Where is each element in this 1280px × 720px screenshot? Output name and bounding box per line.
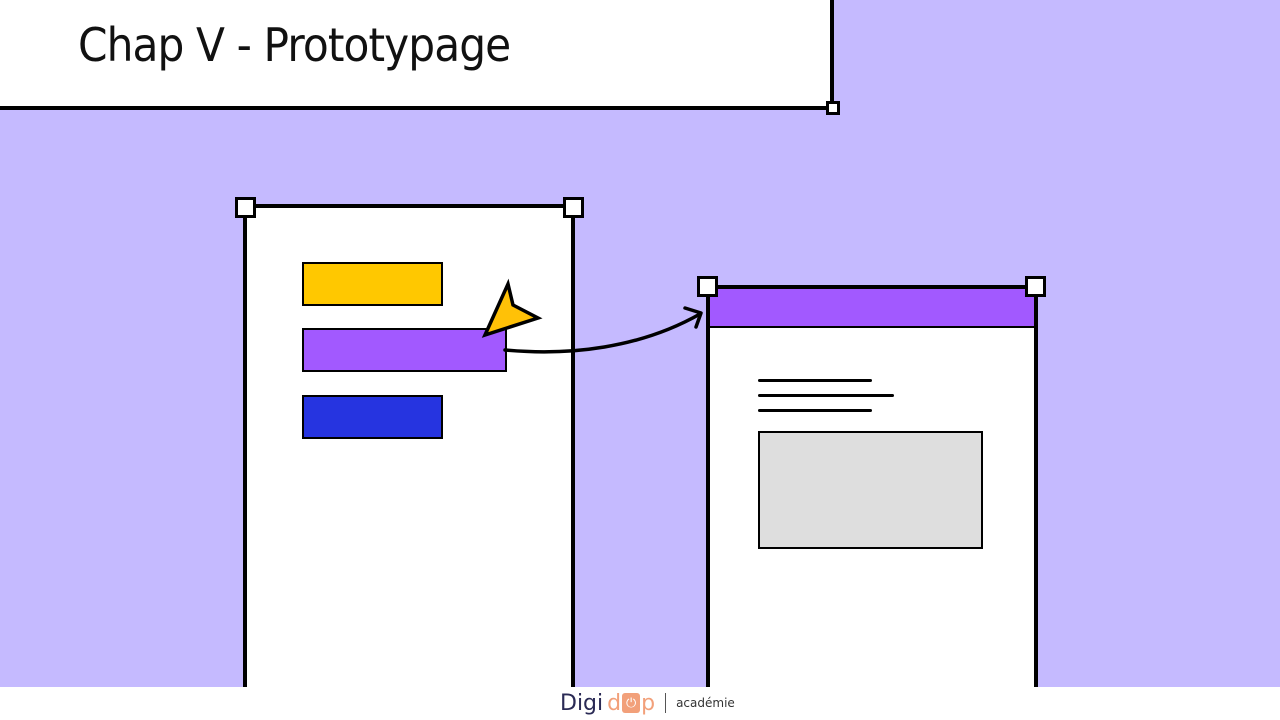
title-box: Chap V - Prototypage xyxy=(0,0,834,110)
right-frame-handle-tr[interactable] xyxy=(1025,276,1046,297)
cursor-pointer-icon xyxy=(481,278,543,338)
left-frame-handle-tl[interactable] xyxy=(235,197,256,218)
power-icon: ⏻ xyxy=(622,693,641,713)
logo-text-up: d⏻p xyxy=(607,691,655,716)
left-prototype-frame xyxy=(243,204,575,687)
title-box-resize-handle[interactable] xyxy=(826,101,840,115)
arrow-head-icon xyxy=(683,306,703,329)
logo-letter-d: d xyxy=(607,690,622,716)
logo-text-digi: Digi xyxy=(560,690,604,716)
right-frame-header xyxy=(710,289,1034,328)
blue-bar[interactable] xyxy=(302,395,443,439)
right-prototype-frame xyxy=(706,285,1038,687)
yellow-bar[interactable] xyxy=(302,262,443,306)
logo-separator xyxy=(665,693,667,713)
text-line-1 xyxy=(758,379,872,382)
text-line-3 xyxy=(758,409,872,412)
left-frame-handle-tr[interactable] xyxy=(563,197,584,218)
purple-bar[interactable] xyxy=(302,328,507,372)
text-line-2 xyxy=(758,394,894,397)
prototype-link-arrow xyxy=(503,312,702,354)
logo-academie-text: académie xyxy=(676,696,735,710)
logo-letter-p: p xyxy=(641,690,656,716)
right-frame-handle-tl[interactable] xyxy=(697,276,718,297)
image-placeholder xyxy=(758,431,983,549)
slide-title: Chap V - Prototypage xyxy=(78,18,511,72)
